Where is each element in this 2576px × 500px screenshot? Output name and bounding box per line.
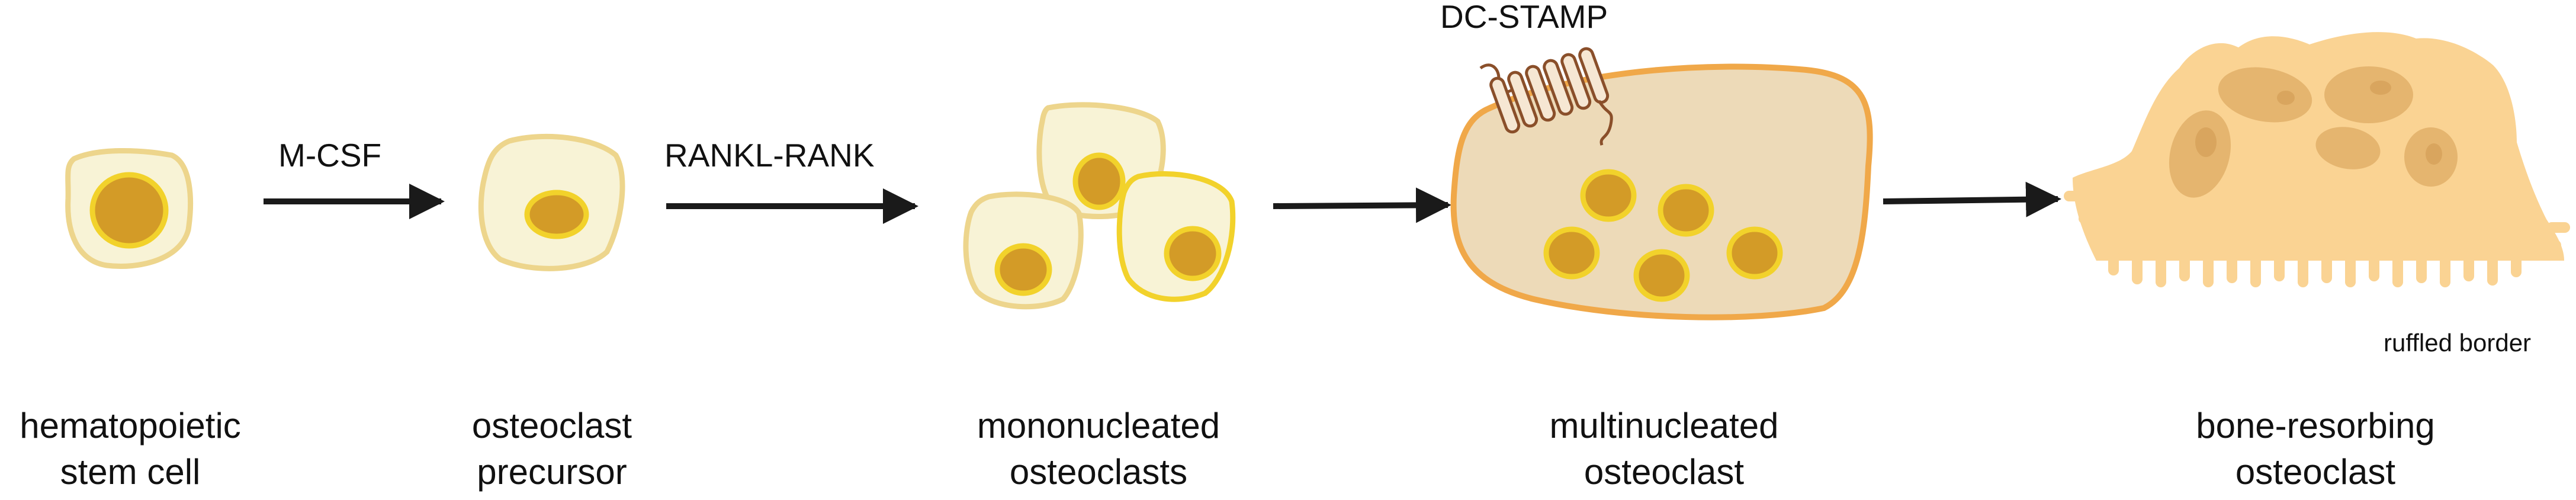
ruffled-border-label: ruffled border <box>2384 329 2532 357</box>
multinucleated-osteoclast <box>1450 63 1873 320</box>
receptor-icon <box>1479 47 1613 146</box>
dc-stamp-label: DC-STAMP <box>1440 0 1608 35</box>
stage-label-line: stem cell <box>60 452 201 492</box>
arrow-icon <box>1273 187 1451 223</box>
stage-label-line: osteoclasts <box>1009 452 1188 492</box>
stage-label-line: mononucleated <box>977 406 1220 445</box>
hematopoietic-stem-cell <box>65 148 194 270</box>
stage-label-hematopoietic-stem-cell: hematopoietic stem cell <box>0 403 296 495</box>
mononucleated-osteoclasts <box>963 102 1236 310</box>
stage-label-osteoclast-precursor: osteoclast precursor <box>386 403 718 495</box>
stage-label-line: hematopoietic <box>20 406 241 445</box>
arrow-label-rankl-rank: RANKL-RANK <box>664 137 875 174</box>
stage-label-line: multinucleated <box>1549 406 1779 445</box>
stage-label-line: osteoclast <box>471 406 632 445</box>
stage-label-line: bone-resorbing <box>2196 406 2435 445</box>
stage-label-multinucleated-osteoclast: multinucleated osteoclast <box>1498 403 1830 495</box>
stage-label-line: precursor <box>477 452 627 492</box>
stage-label-line: osteoclast <box>2235 452 2396 492</box>
osteoclast-precursor <box>478 134 625 271</box>
bone-resorbing-osteoclast <box>2064 32 2570 287</box>
stage-label-line: osteoclast <box>1583 452 1745 492</box>
stage-label-bone-resorbing-osteoclast: bone-resorbing osteoclast <box>2150 403 2481 495</box>
arrow-icon <box>1883 181 2061 217</box>
stage-label-mononucleated-osteoclasts: mononucleated osteoclasts <box>933 403 1264 495</box>
arrow-label-m-csf: M-CSF <box>278 137 382 174</box>
